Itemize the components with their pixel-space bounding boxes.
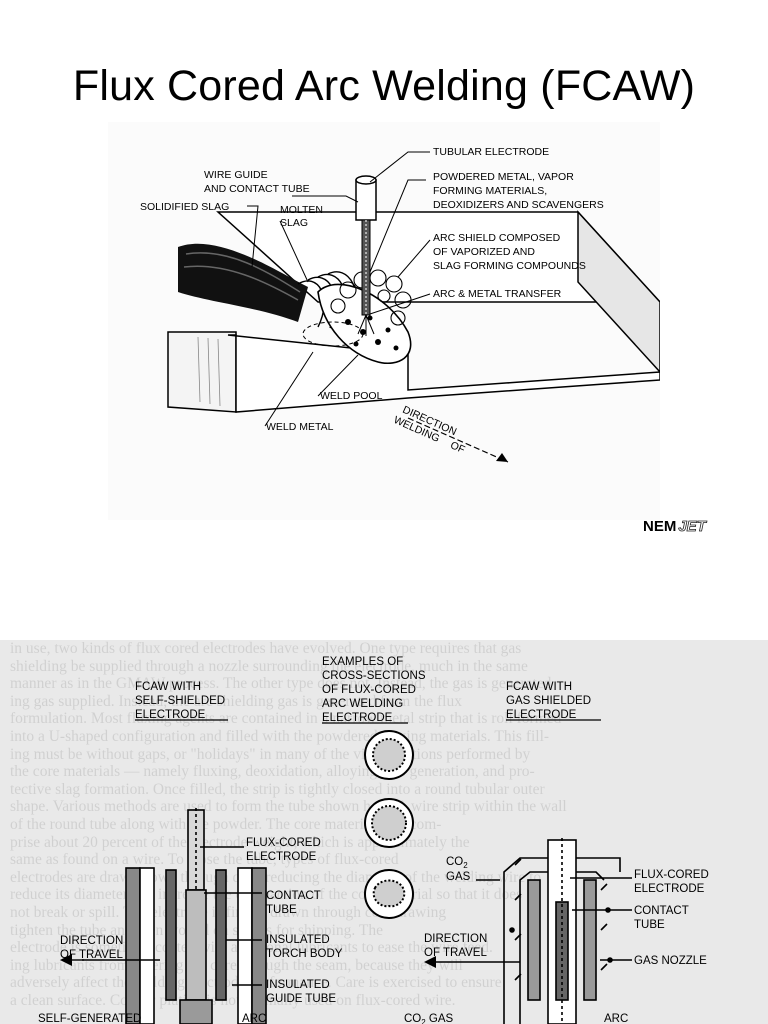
contact-tube [355,179,377,221]
label-fcaw-gas-1: FCAW WITH [506,681,572,693]
slide-top: Flux Cored Arc Welding (FCAW) [72,62,707,536]
label-arc-shield-2: OF VAPORIZED AND [433,246,535,258]
bleed-line: ing lubricants from entering the core th… [10,956,463,974]
label-fcaw-self-1: FCAW WITH [135,681,201,693]
slide-title: Flux Cored Arc Welding (FCAW) [72,62,696,110]
plate-side-right [577,210,660,374]
pool-droplets [345,315,399,351]
label-flux-cored-left-1: FLUX-CORED [246,837,321,849]
label-weld-pool: WELD POOL [320,390,383,402]
fcaw-electrode-comparison-diagram: FCAW WITH SELF-SHIELDED ELECTRODE EXAMPL… [38,656,709,1024]
label-fcaw-gas-2: GAS SHIELDED [506,695,591,707]
bleed-line: prise about 20 percent of the electrode … [10,833,470,851]
label-flux-cored-right-2: ELECTRODE [634,883,705,895]
label-tubular-electrode: TUBULAR ELECTRODE [433,146,549,158]
bleed-line: not break or spill. The electrode is fin… [10,903,447,921]
label-arc-right: ARC [604,1013,628,1024]
label-arc-metal-transfer: ARC & METAL TRANSFER [433,288,562,300]
label-wire-guide-1: WIRE GUIDE [204,169,268,181]
label-examples-1: EXAMPLES OF [322,656,403,668]
label-powdered-metal-3: DEOXIDIZERS AND SCAVENGERS [433,199,604,211]
electrode-cross-sections [364,730,414,919]
label-molten-slag-2: SLAG [280,217,308,229]
label-arc-left: ARC [242,1013,266,1024]
label-direction-left-2: OF TRAVEL [60,949,123,961]
bleed-line: manner as in the GMAW process. The other… [10,675,552,693]
bleed-line: of the round tube along with the powder.… [10,815,442,833]
plate-front [227,334,660,413]
bleed-line: shape. Various methods are used to form … [10,798,567,816]
label-insulated-guide-1: INSULATED [266,979,330,991]
weld-pool [317,283,412,364]
fcaw-process-diagram: TUBULAR ELECTRODE POWDERED METAL, VAPOR … [108,122,660,520]
plate-left-block [167,331,237,413]
label-insulated-guide-2: GUIDE TUBE [266,993,336,1005]
label-solidified-slag: SOLIDIFIED SLAG [140,201,229,213]
label-arc-shield-1: ARC SHIELD COMPOSED [433,232,561,244]
plate-top [216,211,660,303]
label-weld-metal: WELD METAL [266,421,334,433]
label-wire-guide-2: AND CONTACT TUBE [204,183,310,195]
label-contact-tube-right-2: TUBE [634,919,665,931]
label-self-generated: SELF-GENERATED [38,1013,141,1024]
label-contact-tube-left-1: CONTACT [266,890,321,902]
label-gas-nozzle: GAS NOZZLE [634,955,707,967]
label-co2-gas-mid-2: GAS [446,871,471,883]
slag-highlights [183,252,301,301]
direction-arrows [60,954,520,968]
label-examples-3: OF FLUX-CORED [322,684,416,696]
label-direction-mid-2: OF TRAVEL [424,947,487,959]
label-powdered-metal-2: FORMING MATERIALS, [433,185,547,197]
label-examples-2: CROSS-SECTIONS [322,670,426,682]
contact-tube-top [355,175,377,185]
label-arc-shield-3: SLAG FORMING COMPOUNDS [433,260,586,272]
label-insulated-torch-1: INSULATED [266,934,330,946]
bleed-line: ing gas supplied. Instead, the arc shiel… [10,692,462,710]
label-contact-tube-left-2: TUBE [266,904,297,916]
label-direction-of: OF [448,439,466,456]
label-co2-gas-bottom: CO2 GAS [404,1013,454,1024]
label-contact-tube-right-1: CONTACT [634,905,689,917]
bleed-line: shielding be supplied through a nozzle s… [10,657,528,675]
label-examples-4: ARC WELDING [322,698,403,710]
label-co2-gas-mid: CO2 [446,856,468,870]
logo-primary: NEM [643,518,677,535]
label-flux-cored-left-2: ELECTRODE [246,851,317,863]
plate-hatching [197,336,221,407]
leader-lines [247,151,431,427]
slide-bottom: in use, two kinds of flux cored electrod… [0,640,768,1024]
label-fcaw-self-3: ELECTRODE [135,709,206,721]
bleed-line: into a U-shaped configuration and filled… [10,727,550,745]
logo-secondary: JET [678,518,706,536]
arc-lines [357,314,375,336]
bottom-leader-lines [200,846,632,986]
label-powdered-metal-1: POWDERED METAL, VAPOR [433,171,574,183]
bleed-line: a clean surface. Copper plating is not n… [10,991,456,1009]
bleed-line: tective slag formation. Once filled, the… [10,780,545,798]
label-examples-5: ELECTRODE [322,712,393,724]
label-insulated-torch-2: TORCH BODY [266,948,343,960]
label-fcaw-self-2: SELF-SHIELDED [135,695,225,707]
label-direction-mid-1: DIRECTION [424,933,487,945]
bleed-line: formulation. Most fluxing agents are con… [10,710,562,728]
bleed-line: in use, two kinds of flux cored electrod… [10,640,522,657]
self-shielded-gun [125,808,267,1024]
solidified-slag [178,243,308,322]
label-fcaw-gas-3: ELECTRODE [506,709,577,721]
direction-arrow [407,417,509,463]
label-flux-cored-right-1: FLUX-CORED [634,869,709,881]
gas-shielded-gun [503,838,621,1024]
label-direction-left-1: DIRECTION [60,935,123,947]
label-molten-slag-1: MOLTEN [280,204,323,216]
